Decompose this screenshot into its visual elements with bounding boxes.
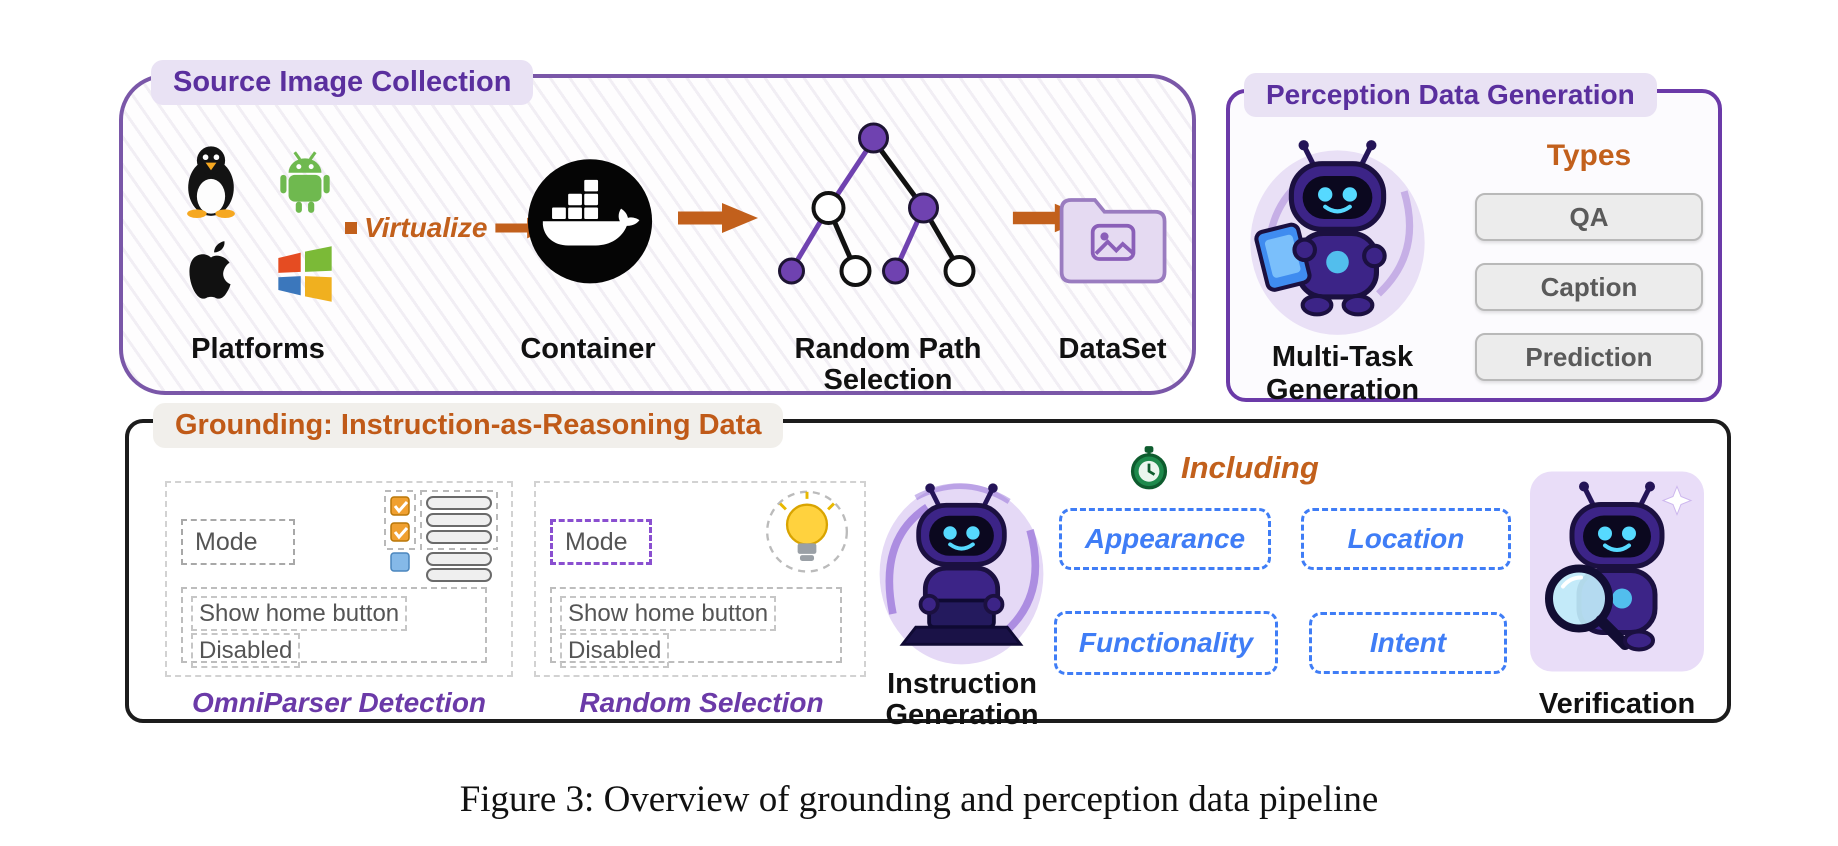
container-label: Container — [520, 333, 656, 365]
verification-label: Verification — [1538, 688, 1696, 720]
virtualize-bullet-icon — [345, 222, 357, 234]
platforms-label: Platforms — [191, 333, 325, 365]
category-intent: Intent — [1309, 612, 1507, 674]
perception-title: Perception Data Generation — [1244, 73, 1657, 117]
virtualize-label: Virtualize — [364, 212, 488, 243]
linux-penguin-icon — [187, 146, 235, 218]
multitask-generation-label: Multi-Task Generation — [1265, 341, 1420, 406]
dataset-folder-icon — [1059, 198, 1167, 284]
show-home-button-box: Show home button Disabled — [181, 587, 487, 668]
source-image-collection-panel: Source Image Collection — [119, 60, 1196, 396]
dataset-label: DataSet — [1058, 333, 1167, 365]
grounding-panel: Grounding: Instruction-as-Reasoning Data… — [125, 403, 1731, 731]
random-selection-screenshot: Mode Show home button Disabled — [534, 481, 866, 677]
types-heading: Types — [1546, 139, 1632, 172]
mode-detected-box: Mode — [181, 519, 295, 565]
random-selection-label: Random Selection — [579, 687, 824, 718]
disabled-label: Disabled — [560, 633, 670, 668]
lightbulb-icon — [766, 490, 848, 573]
perception-data-generation-panel: Perception Data Generation — [1226, 73, 1722, 406]
random-path-label: Random Path Selection — [794, 333, 982, 396]
category-appearance: Appearance — [1059, 508, 1271, 570]
checklist-icons — [384, 490, 498, 582]
mode-selected-box: Mode — [550, 519, 652, 565]
show-home-button-box: Show home button Disabled — [550, 587, 842, 668]
type-qa-button: QA — [1475, 193, 1703, 241]
including-heading: Including — [1127, 445, 1319, 491]
docker-container-icon — [527, 159, 653, 284]
category-functionality: Functionality — [1054, 611, 1278, 675]
type-caption-button: Caption — [1475, 263, 1703, 311]
category-location: Location — [1301, 508, 1511, 570]
clock-icon — [1130, 446, 1168, 490]
show-home-label: Show home button — [560, 596, 777, 631]
random-path-tree-icon — [778, 122, 976, 287]
apple-icon — [189, 241, 231, 299]
figure-caption: Figure 3: Overview of grounding and perc… — [459, 779, 1379, 820]
platform-icons-group — [168, 136, 348, 316]
android-icon — [280, 151, 330, 213]
windows-icon — [278, 246, 332, 302]
robot-instruction-icon — [879, 483, 1044, 665]
source-collection-title: Source Image Collection — [151, 60, 534, 105]
robot-verification-icon — [1530, 471, 1704, 672]
flow-arrow-icon — [678, 203, 758, 233]
disabled-label: Disabled — [191, 633, 301, 668]
robot-multitask-icon — [1250, 140, 1425, 335]
show-home-label: Show home button — [191, 596, 408, 631]
type-prediction-button: Prediction — [1475, 333, 1703, 381]
omniparser-screenshot: Mode Show home button — [165, 481, 513, 677]
instruction-generation-label: Instruction Generation — [885, 668, 1039, 731]
grounding-title: Grounding: Instruction-as-Reasoning Data — [153, 403, 784, 448]
omniparser-detection-label: OmniParser Detection — [191, 687, 487, 718]
